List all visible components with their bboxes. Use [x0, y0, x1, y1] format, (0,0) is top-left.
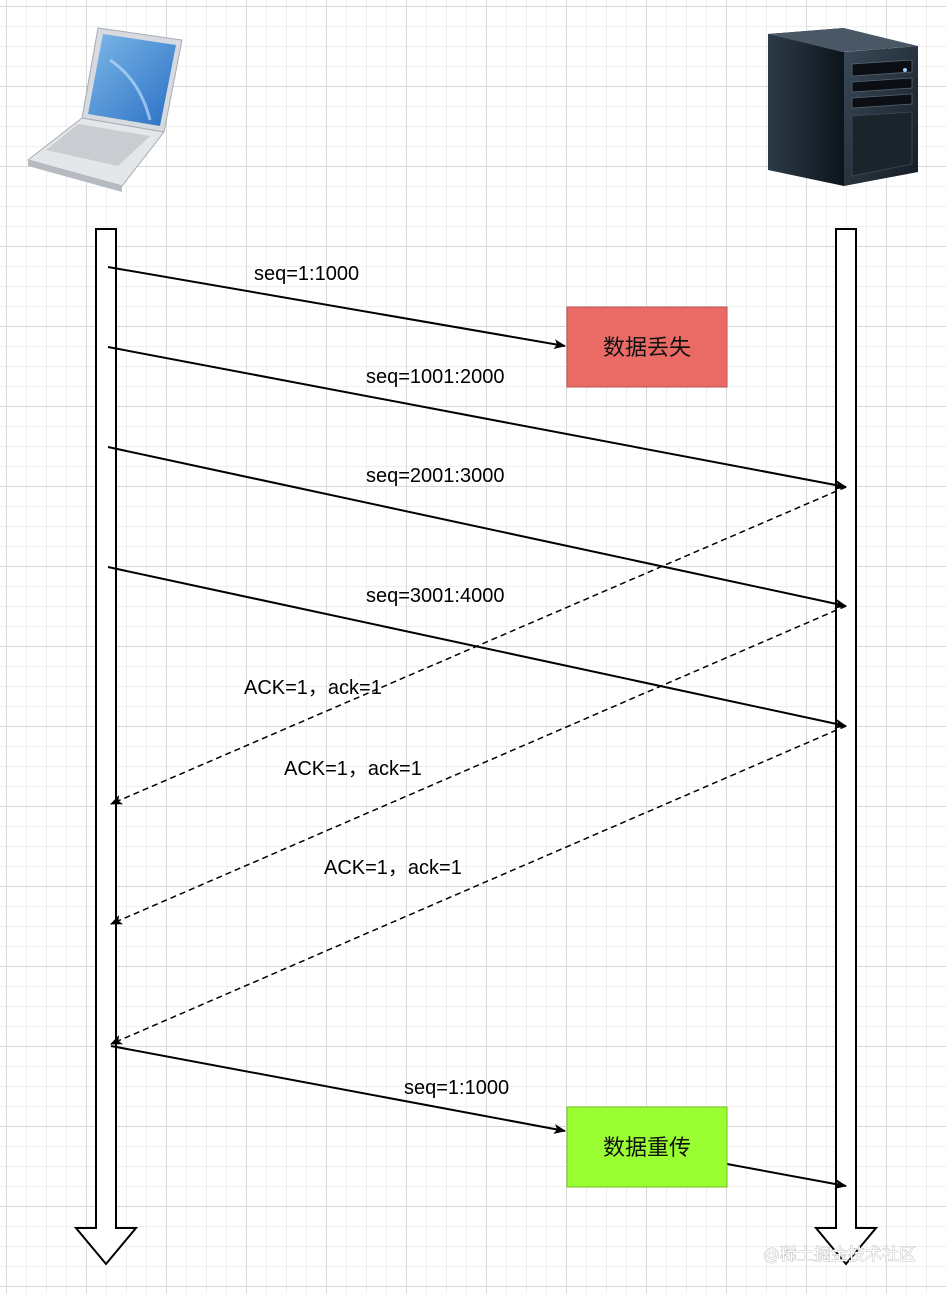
ack-arrow-6	[110, 605, 847, 925]
data-resend-label: 数据重传	[603, 1136, 691, 1161]
send-arrow-2	[107, 346, 847, 490]
send-arrow-3	[107, 446, 847, 609]
ack-arrow-7	[110, 725, 847, 1045]
server-tower-icon	[768, 28, 918, 186]
ack-label-7: ACK=1，ack=1	[324, 857, 462, 879]
ack-label-5: ACK=1，ack=1	[244, 677, 382, 699]
seq-label-4: seq=3001:4000	[366, 585, 504, 607]
watermark: @稀土掘金技术社区	[763, 1245, 916, 1265]
client-lifeline	[73, 228, 139, 1266]
seq-label-8: seq=1:1000	[404, 1077, 509, 1099]
send-arrow-8	[110, 1045, 566, 1134]
seq-label-2: seq=1001:2000	[366, 366, 504, 388]
ack-label-6: ACK=1，ack=1	[284, 758, 422, 780]
ack-arrow-5	[110, 486, 847, 805]
seq-label-3: seq=2001:3000	[366, 465, 504, 487]
message-arrows: seq=1:1000 seq=1001:2000 seq=2001:3000 seq=…	[107, 263, 847, 1189]
data-lost-box: 数据丢失	[566, 306, 728, 388]
data-lost-label: 数据丢失	[603, 336, 691, 361]
server-lifeline	[813, 228, 879, 1266]
data-resend-box: 数据重传	[566, 1106, 728, 1188]
resend-to-server-arrow	[726, 1163, 847, 1189]
seq-label-1: seq=1:1000	[254, 263, 359, 285]
laptop-icon	[26, 27, 183, 192]
send-arrow-1	[107, 266, 566, 350]
